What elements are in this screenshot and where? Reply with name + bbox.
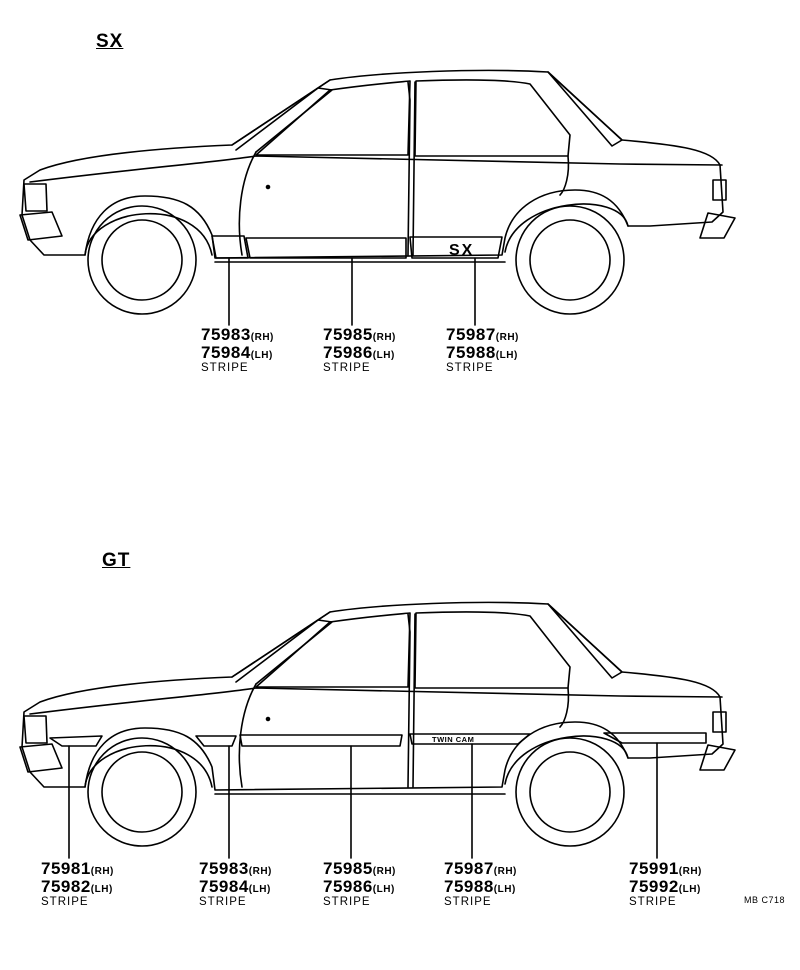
- part-number-rh: 75991(RH): [629, 859, 702, 878]
- sx-stripe-middle: [245, 237, 407, 259]
- gt-callout-2: 75983(RH) 75984(LH) STRIPE: [199, 860, 272, 909]
- part-number-rh: 75981(RH): [41, 859, 114, 878]
- sx-car-outline: [19, 69, 736, 315]
- gt-title: GT: [102, 550, 131, 571]
- sx-stripe-rear: [409, 236, 503, 259]
- part-description: STRIPE: [323, 896, 371, 908]
- part-description: STRIPE: [323, 362, 371, 374]
- part-description: STRIPE: [446, 362, 494, 374]
- gt-stripe-lettering: TWIN CAM: [432, 735, 474, 744]
- part-description: STRIPE: [41, 896, 89, 908]
- part-description: STRIPE: [444, 896, 492, 908]
- gt-stripe-quarter: [603, 732, 707, 744]
- gt-car-outline: [19, 601, 736, 847]
- part-number-lh: 75984(LH): [201, 343, 273, 362]
- sx-callout-3: 75987(RH) 75988(LH) STRIPE: [446, 326, 519, 375]
- part-number-rh: 75983(RH): [201, 325, 274, 344]
- gt-callout-3: 75985(RH) 75986(LH) STRIPE: [323, 860, 396, 909]
- part-description: STRIPE: [199, 896, 247, 908]
- gt-stripe-middle: [239, 734, 403, 747]
- part-number-rh: 75987(RH): [444, 859, 517, 878]
- gt-stripe-front: [195, 735, 237, 747]
- gt-stripe-rear-door: [409, 733, 531, 745]
- part-number-lh: 75988(LH): [444, 877, 516, 896]
- part-number-rh: 75987(RH): [446, 325, 519, 344]
- gt-callout-5: 75991(RH) 75992(LH) STRIPE: [629, 860, 702, 909]
- part-number-rh: 75985(RH): [323, 859, 396, 878]
- part-number-lh: 75984(LH): [199, 877, 271, 896]
- part-number-rh: 75983(RH): [199, 859, 272, 878]
- part-number-lh: 75988(LH): [446, 343, 518, 362]
- gt-callout-1: 75981(RH) 75982(LH) STRIPE: [41, 860, 114, 909]
- part-description: STRIPE: [201, 362, 249, 374]
- gt-stripe-fender: [49, 735, 103, 747]
- sx-callout-2: 75985(RH) 75986(LH) STRIPE: [323, 326, 396, 375]
- gt-callout-4: 75987(RH) 75988(LH) STRIPE: [444, 860, 517, 909]
- part-number-rh: 75985(RH): [323, 325, 396, 344]
- sx-stripe-front: [211, 235, 249, 259]
- sx-stripe-lettering: SX: [449, 242, 474, 259]
- part-description: STRIPE: [629, 896, 677, 908]
- part-number-lh: 75986(LH): [323, 877, 395, 896]
- part-number-lh: 75982(LH): [41, 877, 113, 896]
- sx-callout-1: 75983(RH) 75984(LH) STRIPE: [201, 326, 274, 375]
- sx-title: SX: [96, 31, 124, 52]
- reference-code: MB C718: [744, 895, 786, 905]
- part-number-lh: 75992(LH): [629, 877, 701, 896]
- part-number-lh: 75986(LH): [323, 343, 395, 362]
